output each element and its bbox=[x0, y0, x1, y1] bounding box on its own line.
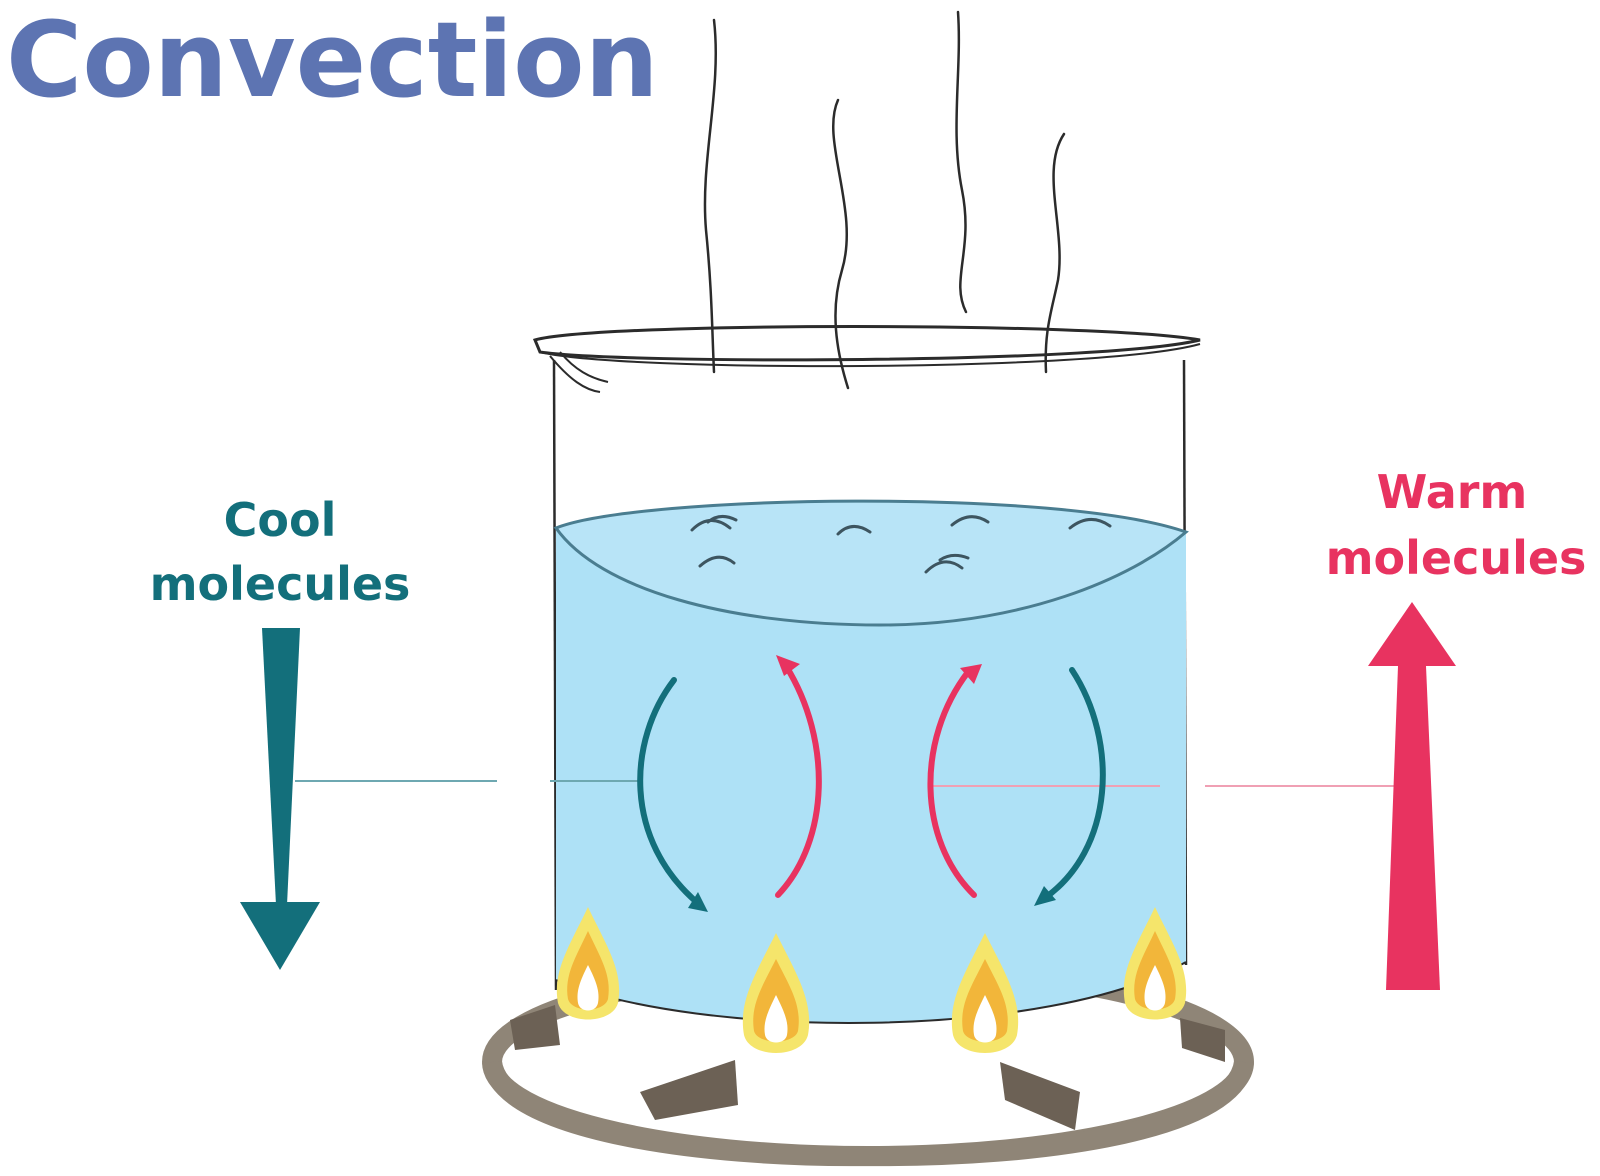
warm-current-arrow bbox=[927, 669, 977, 898]
down-arrow-icon bbox=[240, 628, 320, 970]
arrowhead bbox=[960, 664, 982, 684]
convection-arrows bbox=[637, 655, 1106, 912]
warm-label-line1: Warm bbox=[1377, 465, 1528, 519]
flame-icon bbox=[1123, 907, 1187, 1020]
arrowhead bbox=[688, 892, 708, 912]
burner-support bbox=[510, 1005, 560, 1050]
burner-ring-front bbox=[482, 1059, 1254, 1167]
arrowhead bbox=[776, 655, 800, 676]
cool-current-arrow bbox=[637, 677, 703, 908]
cool-current-arrow bbox=[1039, 667, 1106, 903]
water bbox=[553, 499, 1189, 1024]
steam-icon bbox=[703, 10, 1066, 390]
warm-current-arrow bbox=[775, 663, 822, 898]
bubbles bbox=[690, 515, 1112, 574]
arrowhead bbox=[1034, 886, 1056, 906]
diagram-title: Convection bbox=[6, 0, 659, 121]
flames bbox=[556, 907, 1187, 1053]
cool-label-line2: molecules bbox=[150, 557, 411, 611]
up-arrow-icon bbox=[1368, 602, 1456, 990]
burner-support bbox=[1180, 1018, 1225, 1062]
burner-support bbox=[1000, 1062, 1080, 1130]
flame-icon bbox=[556, 907, 620, 1020]
flame-icon bbox=[951, 933, 1019, 1053]
guide-lines bbox=[295, 780, 1410, 787]
burner-support bbox=[640, 1060, 738, 1120]
cool-label-line1: Cool bbox=[224, 493, 337, 547]
cool-molecules-callout: Cool molecules bbox=[150, 493, 411, 970]
warm-molecules-callout: Warm molecules bbox=[1326, 465, 1587, 990]
flame-icon bbox=[742, 933, 810, 1053]
warm-label-line2: molecules bbox=[1326, 531, 1587, 585]
